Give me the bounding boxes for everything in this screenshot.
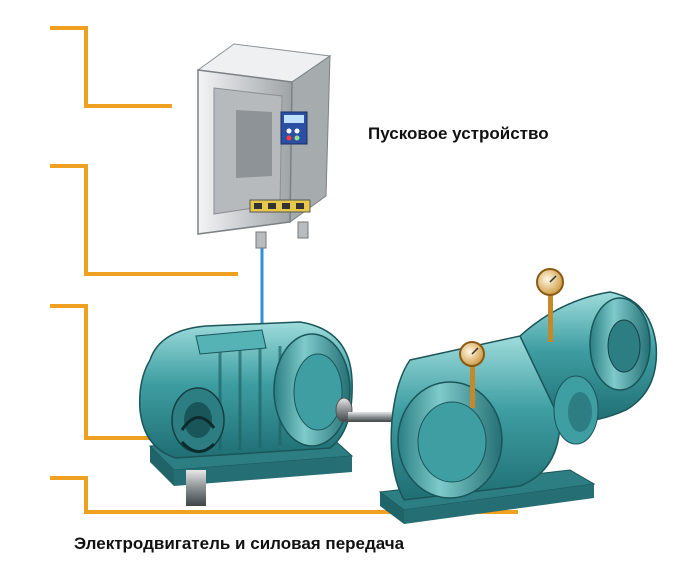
motor-label: Электродвигатель и силовая передача [74,534,405,553]
pump-icon [378,291,658,524]
starter-label: Пусковое устройство [368,124,549,143]
drive-shaft [348,412,406,422]
leader-lines [50,26,518,514]
leader-line-2 [50,164,238,276]
leader-line-4 [50,476,518,514]
electric-motor-icon [138,321,354,506]
starter-cabinet-icon [196,43,332,249]
pressure-gauge-icon [459,268,564,408]
leader-line-1 [50,26,172,108]
